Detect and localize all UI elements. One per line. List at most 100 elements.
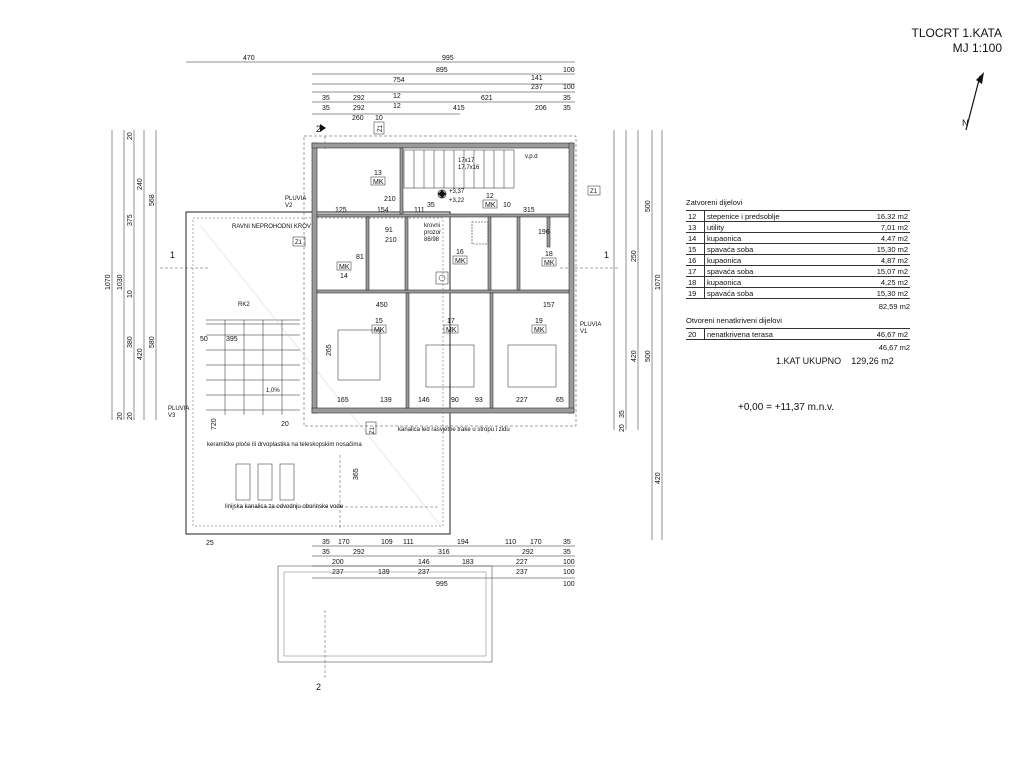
- sun-loungers: [235, 463, 295, 501]
- dim-top-292b: 292: [353, 105, 365, 112]
- room-14-tag: MK: [339, 264, 350, 271]
- legend-cell-num: 12: [686, 210, 705, 222]
- dim-bot-100c: 100: [563, 581, 575, 588]
- dim-right-420a: 420: [631, 350, 638, 362]
- legend-cell-area: 15,07 m2: [846, 265, 910, 277]
- dim-top-470: 470: [243, 55, 255, 62]
- legend-cell-num: 15: [686, 243, 705, 255]
- room-tags: 13 MK 12 MK MK 14 15 MK 16 MK 17 MK 18 M…: [336, 170, 557, 334]
- dim-bot-237c: 237: [516, 569, 528, 576]
- elevation-bottom-label: +3,22: [449, 198, 465, 204]
- legend-cell-area: 15,30 m2: [846, 243, 910, 255]
- dim-bot-35c: 35: [322, 549, 330, 556]
- dim-bot-35b: 35: [563, 539, 571, 546]
- dim-bot-170a: 170: [338, 539, 350, 546]
- dim-left-375: 375: [127, 214, 134, 226]
- open-parts-header: Otvoreni nenatkriveni dijelovi: [686, 316, 782, 325]
- dim-top-100b: 100: [563, 84, 575, 91]
- dim-bot-146: 146: [418, 559, 430, 566]
- legend-cell-name: kupaonica: [704, 276, 846, 288]
- terrace-area: [185, 211, 451, 535]
- drain-label: linijska kanalica za odvodnju oborinske …: [225, 504, 344, 510]
- section-mark-1-left: 1: [170, 250, 175, 260]
- dim-int-196: 196: [538, 229, 550, 236]
- left-dimension-texts: 1070 1030 20 10 375 240 568 380 420 20 2…: [105, 132, 156, 420]
- dim-int-395: 395: [226, 336, 238, 343]
- dim-bot-111: 111: [403, 539, 414, 546]
- dim-int-35: 35: [427, 202, 435, 209]
- stairs: [403, 149, 515, 189]
- dim-bot-35a: 35: [322, 539, 330, 546]
- building-walls: [303, 135, 577, 427]
- dim-top-35b: 35: [563, 95, 571, 102]
- dim-top-35c: 35: [322, 105, 330, 112]
- dim-bot-316: 316: [438, 549, 450, 556]
- room-20-number: 20: [281, 421, 289, 428]
- legend-cell-area: 4,87 m2: [846, 254, 910, 266]
- dim-bot-292a: 292: [353, 549, 365, 556]
- dim-bot-100b: 100: [563, 569, 575, 576]
- dim-top-100a: 100: [563, 67, 575, 74]
- floor-total-value: 129,26 m2: [851, 356, 894, 366]
- closed-parts-header: Zatvoreni dijelovi: [686, 198, 743, 207]
- led-channel-label: kanalica led rasvjetne trake u stropu i …: [398, 427, 510, 433]
- dim-right-500b: 500: [645, 350, 652, 362]
- dim-bot-237a: 237: [332, 569, 344, 576]
- legend-cell-name: stepenice i predsoblje: [704, 210, 846, 222]
- z1-label-right: Z1: [590, 189, 598, 195]
- dim-int-265: 265: [326, 344, 333, 356]
- dim-right-20: 20: [619, 424, 626, 432]
- dim-int-315: 315: [523, 207, 535, 214]
- elevation-top-label: +3,37: [449, 189, 465, 195]
- right-dimension-chains: [613, 130, 663, 540]
- dim-left-20c: 20: [127, 412, 134, 420]
- dim-left-10: 10: [127, 290, 134, 298]
- top-dimension-texts: 470 995 895 100 754 141 237 100 35 292 1…: [243, 55, 575, 122]
- lower-level-outline: [277, 565, 493, 663]
- dim-top-206: 206: [535, 105, 547, 112]
- dim-bot-100a: 100: [563, 559, 575, 566]
- dim-left-240: 240: [137, 178, 144, 190]
- north-arrow-icon: N: [962, 72, 984, 131]
- dim-int-146: 146: [418, 397, 430, 404]
- legend-cell-num: 19: [686, 287, 705, 299]
- dim-int-10: 10: [503, 202, 511, 209]
- dim-bot-200: 200: [332, 559, 344, 566]
- dim-top-260: 260: [352, 115, 364, 122]
- floor-total-label: 1.KAT UKUPNO: [776, 356, 842, 366]
- dim-int-210a: 210: [384, 196, 396, 203]
- legend-cell-num: 20: [686, 328, 705, 340]
- dim-int-165: 165: [337, 397, 349, 404]
- north-letter: N: [962, 118, 969, 128]
- room-14-number: 14: [340, 273, 348, 280]
- dim-bot-995: 995: [436, 581, 448, 588]
- dim-top-995: 995: [442, 55, 454, 62]
- dim-top-12b: 12: [393, 103, 401, 110]
- section-arrow-2-top: [320, 124, 326, 132]
- section-mark-1-right: 1: [604, 250, 609, 260]
- dim-top-35d: 35: [563, 105, 571, 112]
- dim-bot-227: 227: [516, 559, 528, 566]
- dim-left-580: 580: [149, 336, 156, 348]
- legend-cell-num: 14: [686, 232, 705, 244]
- dim-right-1070: 1070: [655, 274, 662, 290]
- drawing-title-line1: TLOCRT 1.KATA: [911, 26, 1002, 40]
- dim-int-139: 139: [380, 397, 392, 404]
- legend-cell-name: nenatkrivena terasa: [704, 328, 846, 340]
- dim-int-154: 154: [377, 207, 389, 214]
- dim-bot-194: 194: [457, 539, 469, 546]
- dim-bot-109: 109: [381, 539, 393, 546]
- dim-int-90: 90: [451, 397, 459, 404]
- room-15-number: 15: [375, 318, 383, 325]
- room-16-tag: MK: [455, 258, 466, 265]
- dim-top-621: 621: [481, 95, 493, 102]
